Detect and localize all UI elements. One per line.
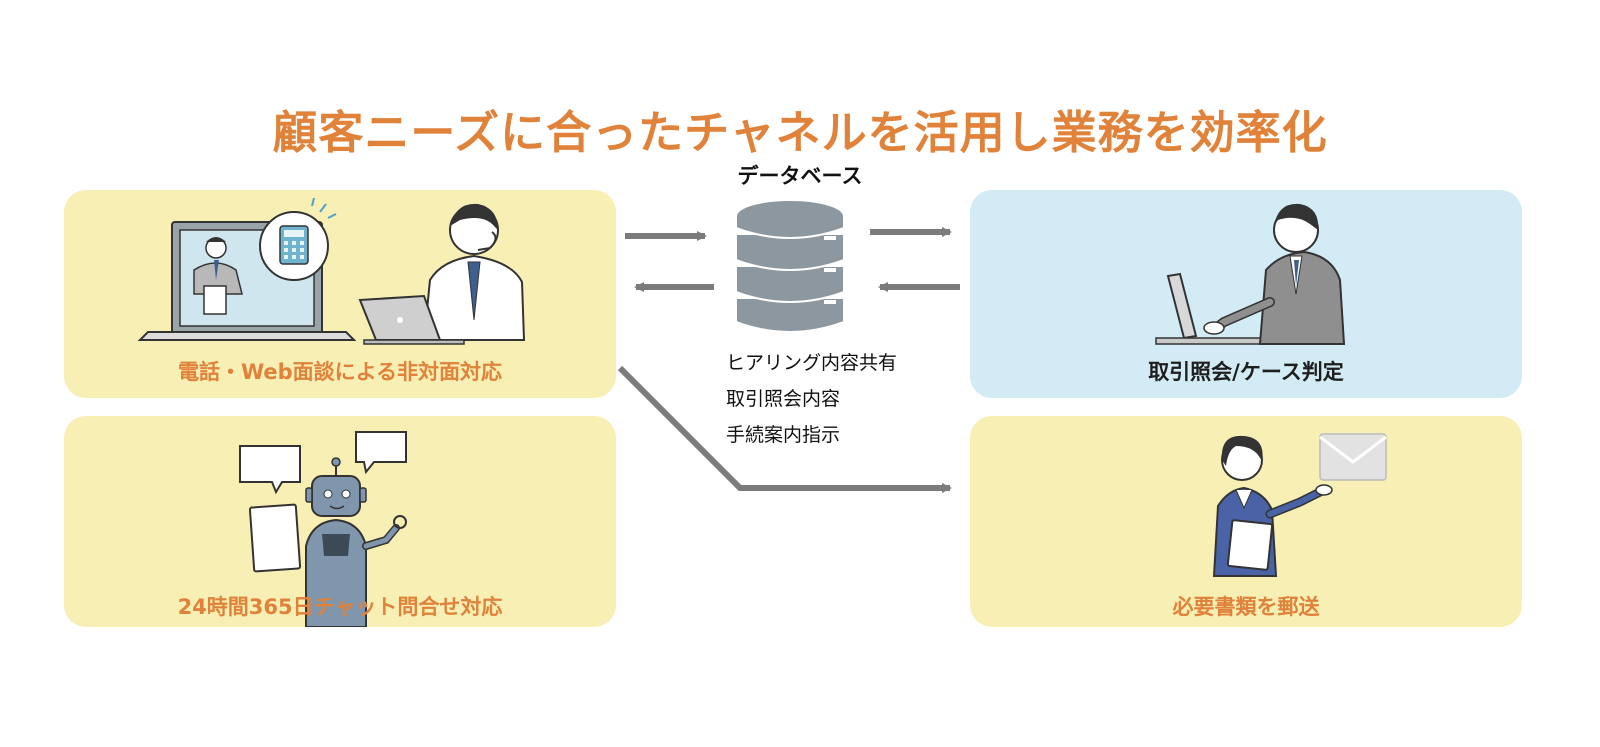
database-icon [735,199,845,333]
mailing-illustration [1212,433,1387,577]
page-title: 顧客ニーズに合ったチャネルを活用し業務を効率化 [272,106,1328,159]
database-label: データベース [737,164,863,188]
note-item: ヒアリング内容共有 [726,352,898,374]
panel-label-chatbot: 24時間365日チャット問合せ対応 [177,595,503,619]
note-item: 取引照会内容 [726,388,841,410]
video-call-illustration [137,197,526,345]
note-item: 手続案内指示 [726,424,841,446]
office-worker-illustration [1155,203,1346,345]
panel-chatbot: 24時間365日チャット問合せ対応 [64,416,616,627]
panel-label-mailing: 必要書類を郵送 [1172,595,1320,619]
panel-mailing: 必要書類を郵送 [970,416,1522,627]
chatbot-illustration [239,431,407,627]
panel-label-transaction: 取引照会/ケース判定 [1148,360,1344,384]
panel-label-video-call: 電話・Web面談による非対面対応 [177,360,503,384]
panel-transaction: 取引照会/ケース判定 [970,190,1522,398]
shared-info-list: ヒアリング内容共有 取引照会内容 手続案内指示 [726,345,956,453]
panel-video-call: 電話・Web面談による非対面対応 [64,190,616,398]
